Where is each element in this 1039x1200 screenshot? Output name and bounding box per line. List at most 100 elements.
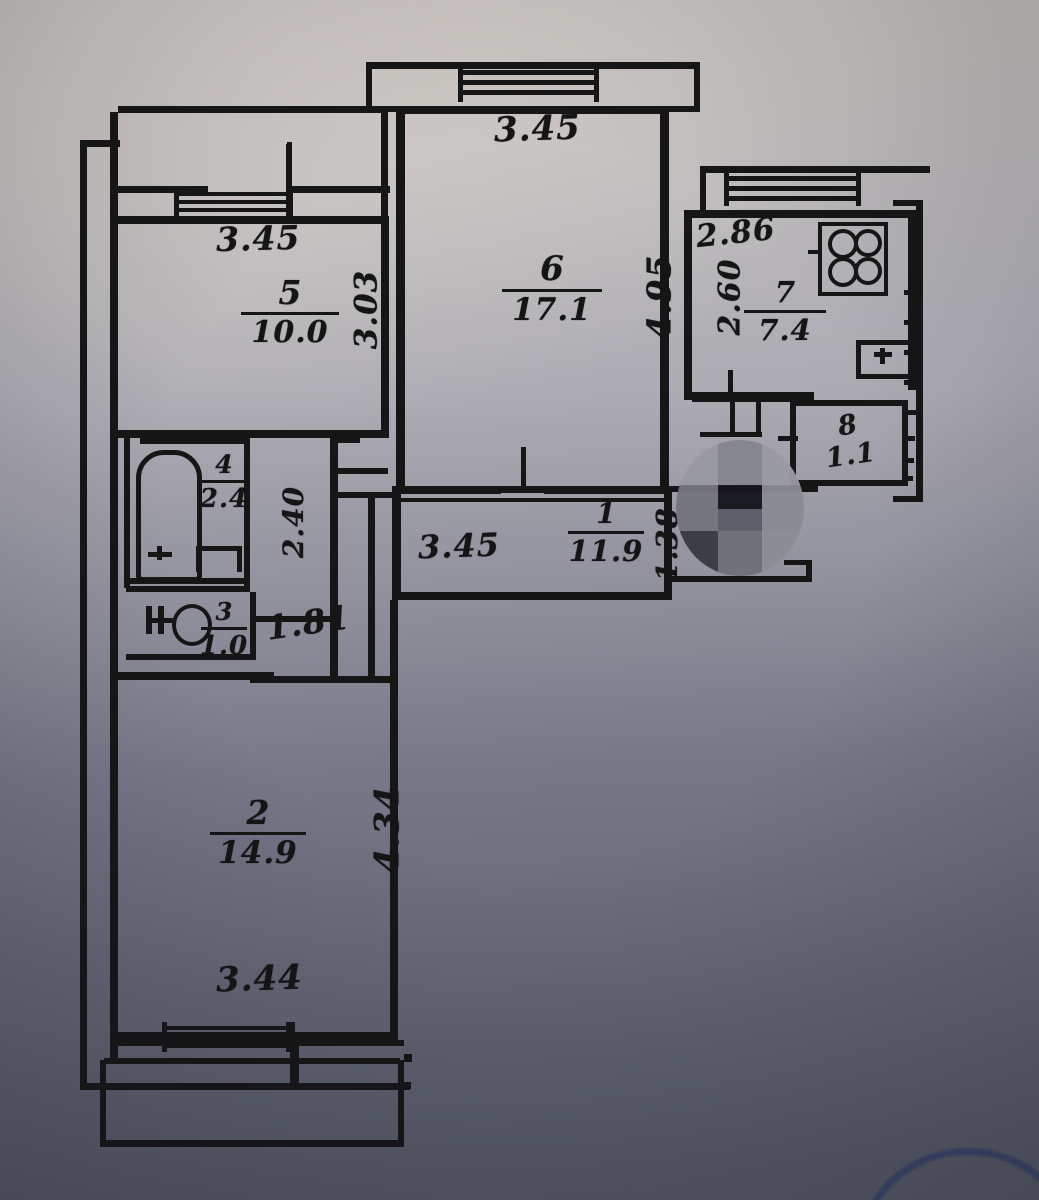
room3-number: 3: [215, 597, 233, 626]
room8-number: 8: [835, 408, 861, 443]
window-glazing-line: [166, 1044, 288, 1048]
toilet-tank: [146, 606, 152, 634]
window-glazing-line: [178, 192, 290, 196]
room6-side-dimension: 4.95: [639, 254, 679, 339]
balcony-bottom-right-wall: [398, 1060, 404, 1146]
sink-icon-right: [237, 546, 242, 572]
room5-fraction-bar: [241, 312, 339, 315]
room3-area: 1.0: [199, 631, 249, 661]
window-frame-left: [162, 1022, 167, 1052]
room8-area: 1.1: [824, 436, 878, 475]
riser-shaft-box: [856, 340, 908, 345]
room1-area: 11.9: [568, 534, 644, 568]
riser-shaft-box-bottom: [856, 374, 908, 379]
wall-tick: [904, 290, 918, 295]
room1-wall-left: [392, 486, 401, 598]
inner-hall-wall-vertical: [330, 438, 338, 682]
room1-number: 1: [596, 497, 616, 530]
redaction-pixel: [718, 509, 762, 531]
room2-area: 14.9: [218, 835, 298, 871]
redaction-pixel: [762, 485, 804, 531]
outer-wall-left-outer: [80, 140, 87, 1090]
window-glazing-line: [178, 208, 290, 212]
door-swing-tick: [330, 438, 360, 443]
stove-icon: [818, 222, 888, 296]
balcony-top-left-right-wall: [381, 106, 388, 224]
bath-block-wall-bottom: [126, 586, 250, 592]
outer-wall-left-inner-lower: [110, 672, 118, 1062]
room1-wall-bottom: [392, 592, 672, 600]
room1-label: 1 11.9: [564, 500, 648, 566]
wall-tick: [904, 436, 915, 441]
inner-hall-wall-h-top: [330, 468, 388, 474]
room2-wall-top: [118, 672, 274, 680]
balcony-bottom-bottom-wall: [100, 1140, 404, 1147]
toilet-connector: [150, 618, 174, 623]
balcony-top-centre-left-wall: [366, 62, 372, 112]
bathtub-icon: [136, 450, 202, 582]
window-glazing-line: [728, 176, 858, 181]
wall-tick: [904, 410, 917, 415]
room6-label: 6 17.1: [496, 252, 608, 326]
room8-wall-bottom: [790, 480, 908, 486]
window-frame-left: [724, 172, 729, 206]
bath-block-wall-top: [140, 438, 250, 444]
room2-fraction-bar: [210, 832, 306, 835]
room6-door-jamb: [521, 447, 526, 493]
stove-burner-icon: [854, 257, 882, 285]
redaction-pixel: [718, 485, 762, 509]
room8-wall-top: [790, 400, 908, 406]
window-glazing-line: [178, 200, 290, 204]
window-frame-right: [594, 66, 599, 102]
inner-hall-door-jamb-2: [332, 600, 337, 626]
corridor-inner-line: [400, 498, 670, 502]
balcony-bottom-left-wall: [100, 1060, 106, 1146]
room1-left-dimension: 3.45: [417, 525, 501, 567]
window-glazing-line: [166, 1035, 288, 1039]
balcony-bottom-top-wall: [118, 1040, 404, 1046]
window-frame-left: [174, 188, 179, 218]
room5-side-dimension: 3.03: [348, 269, 385, 350]
inner-hall-wall-vertical-2: [368, 492, 375, 682]
redaction-pixel: [676, 485, 718, 531]
outer-wall-right: [916, 200, 923, 502]
balcony-top-centre-right-wall: [694, 62, 700, 112]
outer-wall-left-inner: [110, 112, 118, 672]
room5-wall-right: [381, 216, 389, 436]
redaction-pixel: [676, 440, 718, 485]
window-glazing-line: [728, 196, 858, 201]
room7-area: 7.4: [758, 313, 812, 347]
balcony-top-right-left-wall: [700, 166, 706, 210]
room7-fraction-bar: [744, 310, 826, 313]
outer-wall-right-cap-bottom: [893, 496, 923, 502]
vestibule-wall-top: [692, 396, 812, 402]
room5-label: 5 10.0: [236, 276, 344, 348]
wall-tick: [904, 458, 914, 463]
window-glazing-line: [462, 90, 596, 95]
wall-tick: [904, 380, 918, 385]
redaction-pixel: [762, 531, 804, 576]
plan-marker-dot: [404, 1054, 412, 1062]
vestibule-wall-h: [700, 432, 762, 437]
vestibule-wall-v2: [730, 402, 735, 436]
balcony-bottom-divider: [290, 1022, 295, 1084]
room7-label: 7 7.4: [740, 278, 830, 345]
room3-wall-right: [250, 592, 256, 660]
room5-number: 5: [278, 273, 302, 312]
room6-area: 17.1: [512, 292, 592, 328]
room7-wall-top: [684, 210, 916, 218]
hall-right-wall-end: [806, 560, 812, 582]
room4-label: 4 2.4: [196, 452, 252, 512]
window-glazing-line: [462, 80, 596, 85]
inner-hall-wall-h-low: [250, 616, 336, 622]
room2-label: 2 14.9: [204, 796, 312, 869]
inner-hall-wall-h-bot: [250, 676, 396, 683]
balcony-bottom-inner-wall: [104, 1058, 400, 1064]
room1-fraction-bar: [568, 531, 644, 534]
room6-wall-left: [396, 106, 405, 494]
room5-top-dimension: 3.45: [215, 217, 301, 260]
room7-side-dimension: 2.60: [712, 258, 748, 336]
room2-wall-right: [390, 600, 398, 1040]
